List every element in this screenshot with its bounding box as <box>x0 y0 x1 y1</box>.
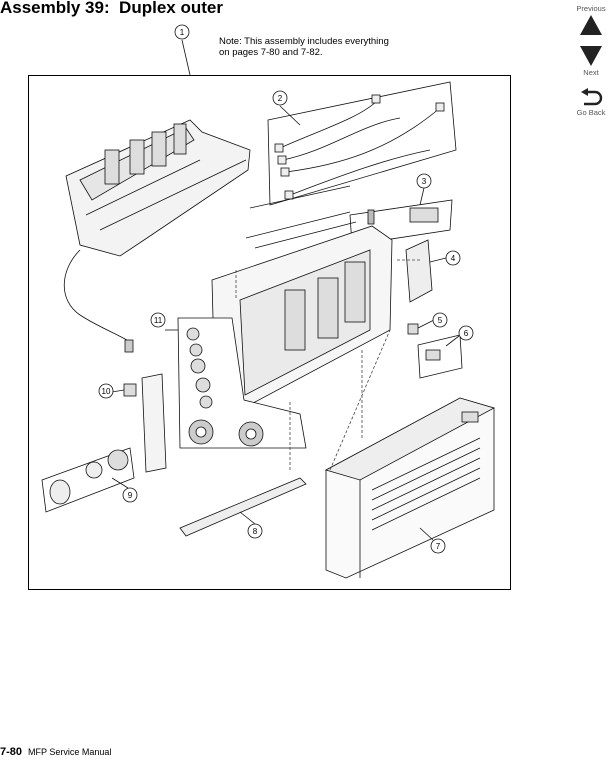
illustration-frame <box>28 75 511 590</box>
svg-text:10: 10 <box>102 387 111 396</box>
svg-text:4: 4 <box>451 254 456 263</box>
previous-button[interactable]: Previous <box>571 4 608 37</box>
callout-2: 2 <box>272 90 288 106</box>
callout-3: 3 <box>416 173 432 189</box>
svg-text:11: 11 <box>154 316 163 325</box>
next-label: Next <box>583 68 599 77</box>
go-back-arrow-icon <box>581 88 603 106</box>
callout-6: 6 <box>458 325 474 341</box>
callout-5: 5 <box>432 312 448 328</box>
go-back-label: Go Back <box>576 108 606 117</box>
page-footer: 7-80 MFP Service Manual <box>0 746 111 758</box>
note-line-2: on pages 7-80 and 7-82. <box>219 47 323 58</box>
svg-text:9: 9 <box>128 491 133 500</box>
svg-text:1: 1 <box>180 28 185 37</box>
callout-1: 1 <box>174 24 190 40</box>
go-back-button[interactable]: Go Back <box>571 88 608 117</box>
callout-8: 8 <box>247 523 263 539</box>
previous-label: Previous <box>576 4 606 13</box>
svg-text:5: 5 <box>438 316 443 325</box>
up-arrow-icon <box>580 15 602 35</box>
svg-text:3: 3 <box>422 177 427 186</box>
manual-title: MFP Service Manual <box>28 747 112 757</box>
note-line-1: Note: This assembly includes everything <box>219 36 389 47</box>
svg-text:7: 7 <box>436 542 441 551</box>
callout-4: 4 <box>445 250 461 266</box>
next-button[interactable]: Next <box>571 44 608 77</box>
duplex-frame <box>211 185 393 411</box>
page-title: Assembly 39: Duplex outer <box>0 0 223 17</box>
assembly-note: Note: This assembly includes everything … <box>219 36 419 58</box>
svg-text:6: 6 <box>464 329 469 338</box>
page-number: 7-80 <box>0 746 23 758</box>
svg-text:2: 2 <box>278 94 283 103</box>
callout-7: 7 <box>430 538 446 554</box>
callout-9: 9 <box>122 487 138 503</box>
cable-set <box>267 81 457 206</box>
svg-text:8: 8 <box>253 527 258 536</box>
duplex-cover-unit <box>63 119 251 353</box>
callout-10: 10 <box>98 383 114 399</box>
outer-cover <box>324 397 496 579</box>
gear-plate <box>177 317 307 449</box>
callout-11: 11 <box>150 312 166 328</box>
down-arrow-icon <box>580 46 602 66</box>
